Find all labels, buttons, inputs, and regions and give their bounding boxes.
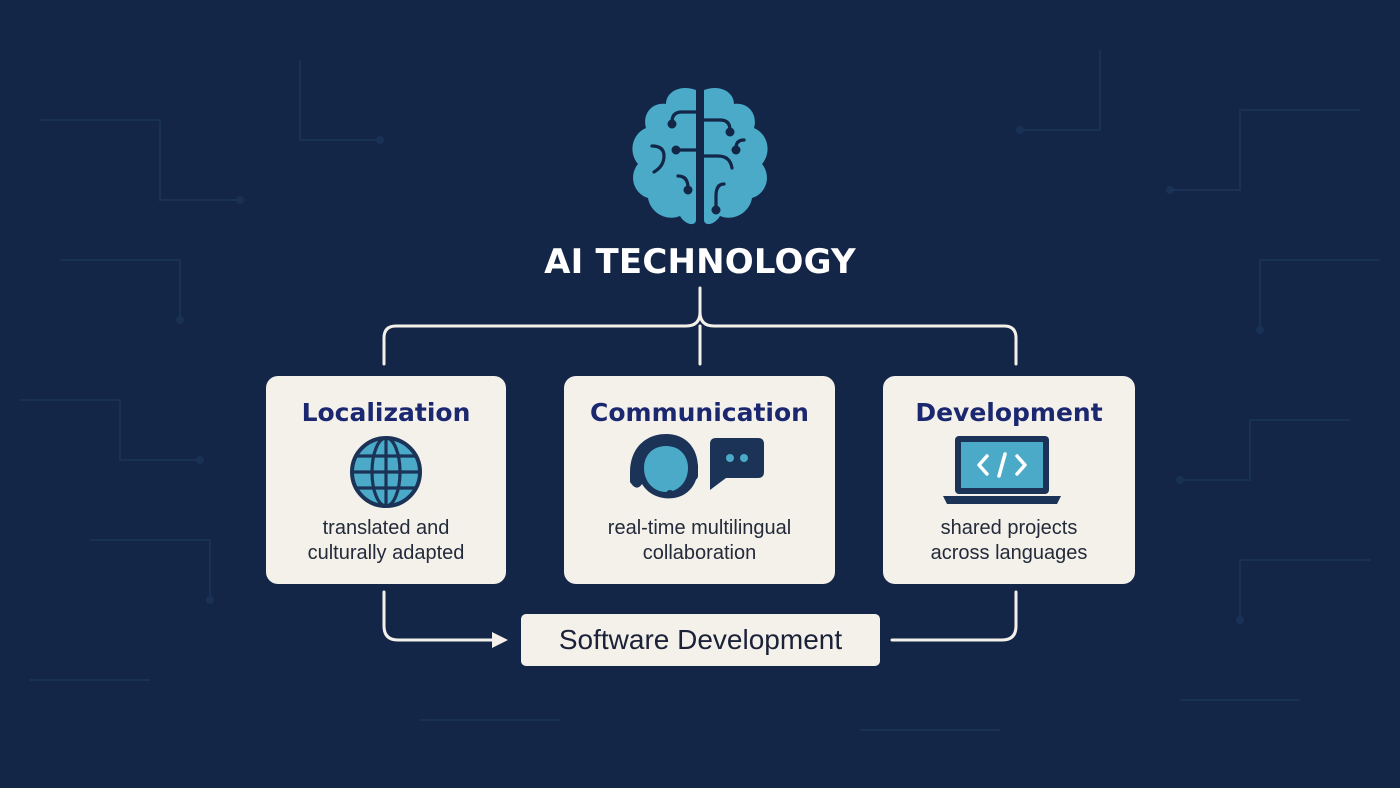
software-development-box: Software Development — [521, 614, 880, 666]
headset-person-icon — [630, 434, 698, 499]
connector-to-localization — [382, 286, 702, 366]
globe-icon — [350, 436, 422, 508]
localization-description: translated and culturally adapted — [266, 516, 506, 566]
communication-description-line-2: collaboration — [642, 542, 757, 564]
communication-description-line-1: real-time multilingual — [607, 517, 792, 539]
development-description-line-1: shared projects — [940, 517, 1078, 539]
arrowhead — [492, 632, 508, 648]
localization-description-line-1: translated and — [322, 517, 450, 539]
connector-to-development — [698, 310, 1018, 366]
development-card: Development shared projects across langu… — [883, 376, 1135, 584]
localization-title: Localization — [301, 398, 471, 427]
development-title: Development — [915, 398, 1103, 427]
laptop-code-icon — [943, 436, 1061, 504]
localization-card: Localization translated and culturally a… — [266, 376, 506, 584]
communication-card: Communication real-time multilingual col… — [564, 376, 835, 584]
communication-description: real-time multilingual collaboration — [564, 516, 835, 566]
main-title: AI TECHNOLOGY — [544, 242, 856, 282]
connector-localization-to-output — [382, 590, 496, 642]
localization-description-line-2: culturally adapted — [307, 542, 465, 564]
chat-bubble-icon — [710, 438, 764, 490]
connector-development-to-output — [890, 590, 1018, 642]
communication-title: Communication — [590, 398, 809, 427]
development-description-line-2: across languages — [930, 542, 1088, 564]
brain-icon — [632, 87, 768, 225]
development-description: shared projects across languages — [883, 516, 1135, 566]
